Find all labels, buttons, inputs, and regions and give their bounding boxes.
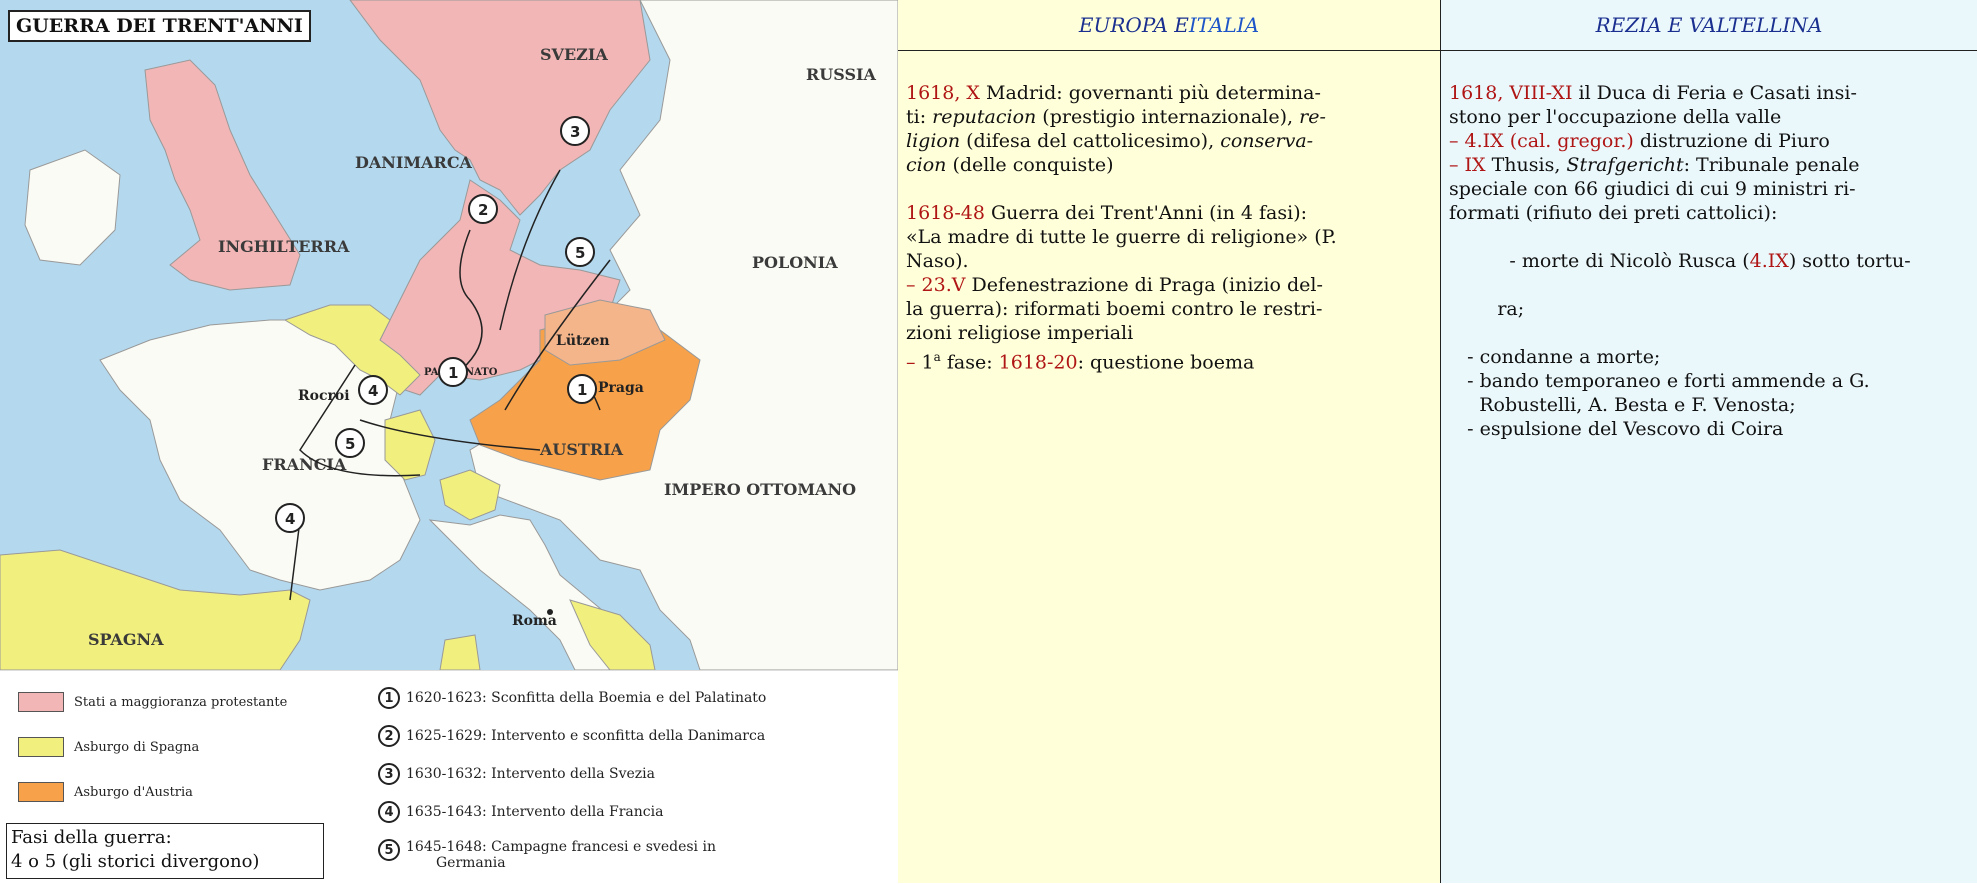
label-inghilterra: INGHILTERRA [218, 237, 350, 256]
region-naples [569, 599, 656, 670]
label-roma: Roma [512, 613, 557, 629]
map-title: GUERRA DEI TRENT'ANNI [8, 10, 311, 42]
entry-1618-x: 1618, X Madrid: governanti più determina… [906, 82, 1326, 176]
svg-text:1: 1 [577, 381, 587, 399]
legend-phase-1: 1 1620-1623: Sconfitta della Boemia e de… [378, 687, 766, 709]
label-danimarca: DANIMARCA [355, 153, 473, 172]
map-legend: Stati a maggioranza protestante Asburgo … [0, 670, 898, 884]
svg-text:4: 4 [285, 510, 295, 528]
entry-espulsione: - espulsione del Vescovo di Coira [1449, 418, 1784, 440]
city-dot-roma [547, 609, 553, 615]
spacer [906, 177, 1434, 201]
marker-3: 3 [560, 116, 590, 146]
entry-ix-thusis: – IX Thusis, Strafgericht: Tribunale pen… [1449, 154, 1860, 224]
region-bohemia [544, 299, 666, 366]
region-spanish-netherlands [283, 304, 421, 396]
phase-number: 3 [378, 763, 400, 785]
entry-prima-fase: – 1a fase: 1618-20: questione boema [906, 350, 1255, 374]
region-ireland [24, 149, 121, 266]
legend-item-austrian-habsburg: Asburgo d'Austria [18, 781, 193, 803]
label-praga: Praga [598, 380, 644, 396]
region-franche-comte [384, 409, 436, 481]
column-europa-heading: EUROPA E ITALIA [898, 0, 1440, 51]
legend-phase-4: 4 1635-1643: Intervento della Francia [378, 801, 663, 823]
label-spagna: SPAGNA [88, 630, 164, 649]
legend-label: Asburgo di Spagna [74, 739, 200, 755]
entry-bando: - bando temporaneo e forti ammende a G. … [1449, 370, 1870, 416]
entry-4-ix: – 4.IX (cal. gregor.) distruzione di Piu… [1449, 130, 1830, 152]
marker-5b: 5 [565, 237, 595, 267]
legend-swatch-austrian-habsburg [18, 782, 64, 802]
region-milan [439, 469, 501, 521]
heading-europa: EUROPA E [1078, 13, 1189, 37]
marker-5a: 5 [335, 428, 365, 458]
legend-phase-5: 5 1645-1648: Campagne francesi e svedesi… [378, 839, 716, 871]
svg-text:4: 4 [368, 382, 378, 400]
region-spain [0, 549, 311, 670]
entry-condanne: - condanne a morte; [1449, 346, 1661, 368]
region-sweden [349, 0, 651, 216]
label-francia: FRANCIA [262, 455, 347, 474]
phase-number: 2 [378, 725, 400, 747]
phase-number: 4 [378, 801, 400, 823]
column-europa-body: 1618, X Madrid: governanti più determina… [898, 51, 1440, 374]
land-east [469, 0, 898, 670]
label-rocroi: Rocroi [298, 388, 350, 404]
legend-item-protestant: Stati a maggioranza protestante [18, 691, 287, 713]
entry-1618-viii-xi: 1618, VIII-XI il Duca di Feria e Casati … [1449, 82, 1857, 128]
svg-text:3: 3 [570, 123, 580, 141]
phase-note: Fasi della guerra: 4 o 5 (gli storici di… [6, 823, 324, 879]
marker-1a: 1 [438, 357, 468, 387]
entry-1618-48: 1618-48 Guerra dei Trent'Anni (in 4 fasi… [906, 202, 1337, 272]
label-lutzen: Lützen [556, 333, 610, 349]
map-svg: SVEZIA RUSSIA DANIMARCA INGHILTERRA POLO… [0, 0, 898, 670]
label-polonia: POLONIA [752, 253, 838, 272]
svg-text:5: 5 [575, 244, 585, 262]
legend-label: Asburgo d'Austria [74, 784, 193, 800]
column-europa: EUROPA E ITALIA 1618, X Madrid: governan… [898, 0, 1441, 883]
column-rezia-body: 1618, VIII-XI il Duca di Feria e Casati … [1441, 51, 1977, 441]
legend-phase-2: 2 1625-1629: Intervento e sconfitta dell… [378, 725, 765, 747]
phase-number: 1 [378, 687, 400, 709]
phase-label: 1635-1643: Intervento della Francia [406, 804, 664, 820]
phase-label: 1630-1632: Intervento della Svezia [406, 766, 656, 782]
phase-note-line1: Fasi della guerra: [11, 827, 172, 848]
heading-italia: ITALIA [1188, 13, 1260, 37]
campaign-arrows [289, 169, 611, 601]
column-rezia-heading: REZIA E VALTELLINA [1441, 0, 1977, 51]
label-russia: RUSSIA [806, 65, 876, 84]
marker-4b: 4 [275, 503, 305, 533]
label-svezia: SVEZIA [540, 45, 608, 64]
svg-text:5: 5 [345, 435, 355, 453]
column-rezia: REZIA E VALTELLINA 1618, VIII-XI il Duca… [1441, 0, 1977, 883]
legend-label: Stati a maggioranza protestante [74, 694, 288, 710]
phase-label: 1625-1629: Intervento e sconfitta della … [406, 728, 766, 744]
label-austria: AUSTRIA [539, 440, 624, 459]
svg-text:1: 1 [448, 364, 458, 382]
phase-label: 1645-1648: Campagne francesi e svedesi i… [406, 839, 716, 855]
svg-text:2: 2 [478, 201, 488, 219]
phase-label-cont: Germania [436, 855, 506, 871]
marker-4a: 4 [358, 375, 388, 405]
marker-1b: 1 [567, 374, 597, 404]
entry-rusca: - morte di Nicolò Rusca (4.IX) sotto tor… [1497, 250, 1911, 320]
entry-23-v: – 23.V Defenestrazione di Praga (inizio … [906, 274, 1323, 344]
legend-phase-3: 3 1630-1632: Intervento della Svezia [378, 763, 655, 785]
legend-swatch-spanish-habsburg [18, 737, 64, 757]
label-impero-ottomano: IMPERO OTTOMANO [664, 480, 856, 499]
region-sardinia [439, 634, 481, 670]
legend-item-spanish-habsburg: Asburgo di Spagna [18, 736, 199, 758]
map-panel: SVEZIA RUSSIA DANIMARCA INGHILTERRA POLO… [0, 0, 899, 884]
legend-swatch-protestant [18, 692, 64, 712]
marker-2: 2 [468, 194, 498, 224]
phase-note-line2: 4 o 5 (gli storici divergono) [11, 851, 260, 872]
region-britain [144, 59, 301, 291]
phase-label: 1620-1623: Sconfitta della Boemia e del … [406, 690, 767, 706]
phase-number: 5 [378, 839, 400, 861]
